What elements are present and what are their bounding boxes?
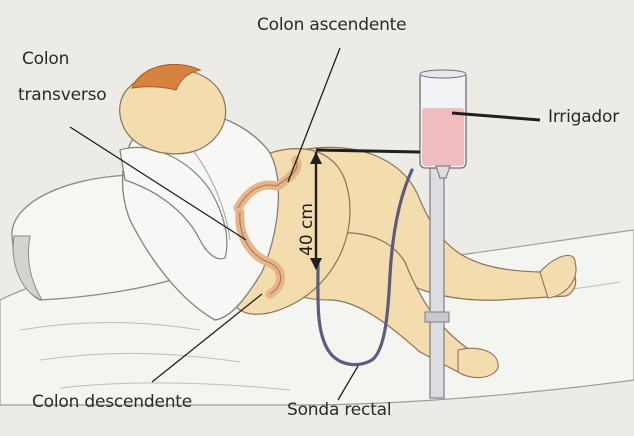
label-colon-descendente: Colon descendente: [32, 393, 192, 412]
irrigator-top-rim: [420, 70, 466, 78]
label-irrigador: Irrigador: [548, 108, 619, 127]
label-sonda-rectal: Sonda rectal: [287, 401, 391, 420]
height-measure-label: 40 cm: [297, 203, 317, 256]
label-colon-ascendente: Colon ascendente: [257, 16, 406, 35]
height-top-line: [316, 150, 420, 152]
label-colon-transverso-line2: transverso: [18, 86, 106, 105]
pole-clamp: [425, 312, 449, 322]
label-colon-transverso-line1: Colon: [22, 50, 69, 69]
irrigator-pole: [430, 168, 444, 398]
irrigator-fluid: [422, 108, 464, 166]
